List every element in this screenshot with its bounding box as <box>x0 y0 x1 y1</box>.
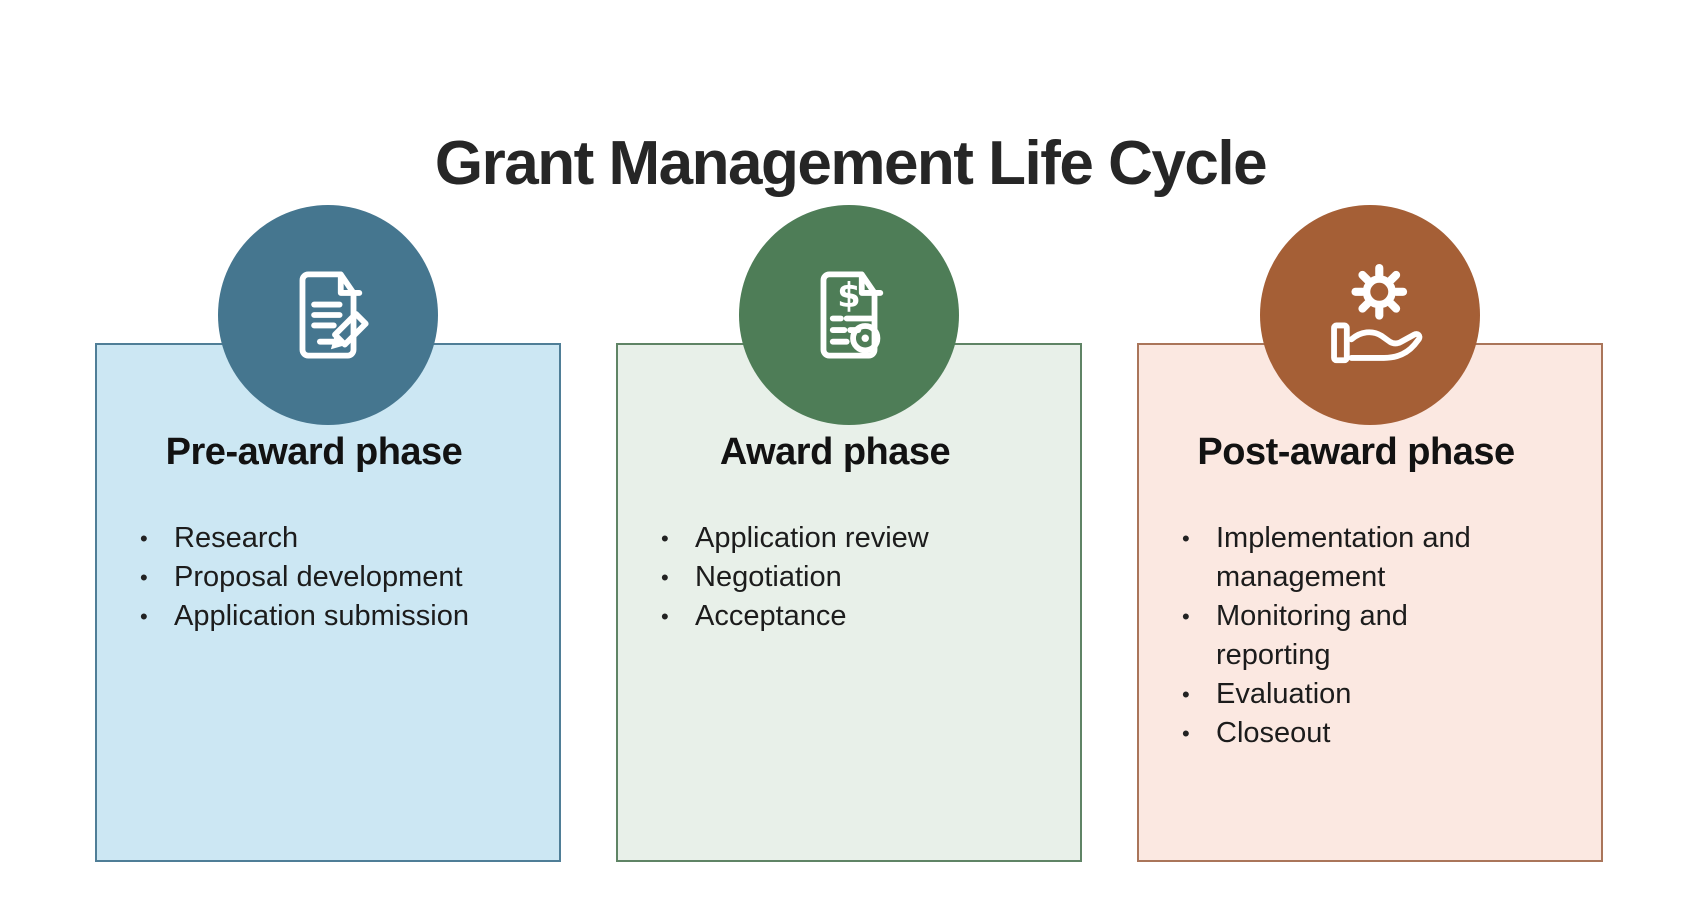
list-item: Implementation and management <box>1182 519 1573 597</box>
list-item: Application review <box>661 519 1052 558</box>
post-award-heading: Post-award phase <box>1197 431 1515 473</box>
list-item: Closeout <box>1182 714 1573 753</box>
list-item: Negotiation <box>661 558 1052 597</box>
post-award-box: Post-award phase Implementation and mana… <box>1137 343 1603 862</box>
pre-award-circle <box>218 205 438 425</box>
page-title: Grant Management Life Cycle <box>434 128 1268 198</box>
svg-text:$: $ <box>837 276 860 315</box>
award-list: Application review Negotiation Acceptanc… <box>618 519 1052 636</box>
pre-award-heading: Pre-award phase <box>165 431 463 473</box>
award-heading: Award phase <box>719 431 951 473</box>
list-item: Proposal development <box>140 558 531 597</box>
gear-hand-icon <box>1331 263 1423 364</box>
list-item: Research <box>140 519 531 558</box>
document-pencil-icon <box>299 271 369 359</box>
phase-columns: Pre-award phase Research Proposal develo… <box>95 205 1603 862</box>
phase-post-award: Post-award phase Implementation and mana… <box>1137 205 1603 862</box>
phase-pre-award: Pre-award phase Research Proposal develo… <box>95 205 561 862</box>
pre-award-box: Pre-award phase Research Proposal develo… <box>95 343 561 862</box>
list-item: Monitoring and reporting <box>1182 597 1573 675</box>
dollar-document-icon: $ <box>820 271 884 359</box>
list-item: Acceptance <box>661 597 1052 636</box>
post-award-list: Implementation and management Monitoring… <box>1139 519 1573 753</box>
post-award-circle <box>1260 205 1480 425</box>
phase-award: $ Award phase Application review Negotia… <box>616 205 1082 862</box>
list-item: Application submission <box>140 597 531 636</box>
pre-award-list: Research Proposal development Applicatio… <box>97 519 531 636</box>
award-box: Award phase Application review Negotiati… <box>616 343 1082 862</box>
list-item: Evaluation <box>1182 675 1573 714</box>
award-circle: $ <box>739 205 959 425</box>
